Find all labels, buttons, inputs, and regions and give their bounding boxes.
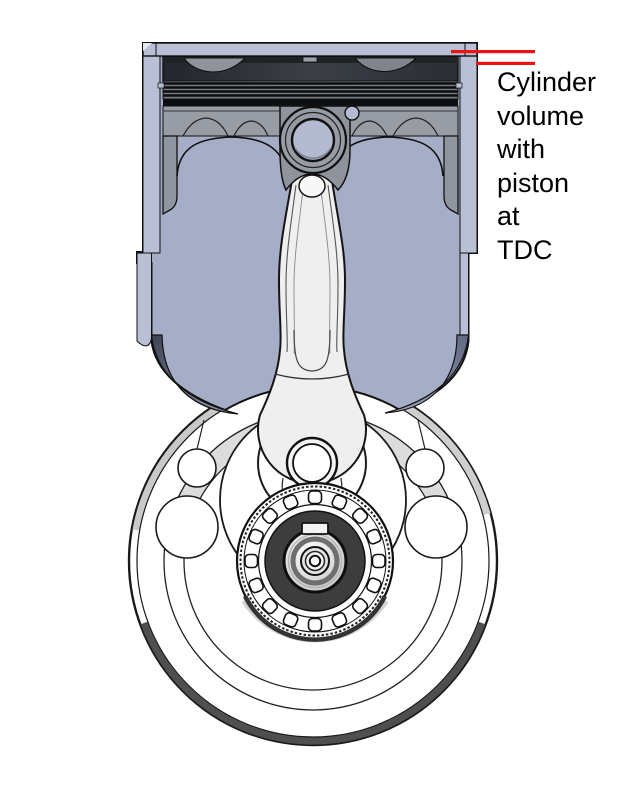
leader-line-bottom <box>476 61 535 65</box>
valve-relief-right <box>353 57 418 72</box>
crankcase-flare-left <box>150 334 239 415</box>
skirt-window-left <box>176 136 287 177</box>
crank-bolt-center <box>308 554 322 568</box>
tdc-annotation-label: Cylinder volume with piston at TDC <box>497 67 597 265</box>
piston-skirt-left <box>162 135 178 216</box>
oil-ring-groove <box>163 99 458 106</box>
block-wall-left-lower <box>136 252 152 347</box>
leader-line-top <box>451 50 535 54</box>
block-deck-band <box>142 42 478 57</box>
crankcase-flare-right <box>384 334 470 414</box>
rod-small-end <box>298 174 326 198</box>
piston <box>157 56 463 216</box>
tdc-annotation-lines <box>451 50 535 65</box>
web-hole-small-right <box>405 448 445 488</box>
journal-ring-inner <box>292 443 332 483</box>
rod-ibeam-panel <box>293 329 331 372</box>
deck-corner-cut <box>143 43 152 51</box>
sprocket-teeth <box>244 490 386 632</box>
crank-journal <box>285 436 339 490</box>
valve-relief-left <box>182 57 247 73</box>
web-hole-small-left <box>177 448 217 488</box>
block-wall-right-lower <box>459 252 469 347</box>
piston-skirt-right <box>443 135 459 216</box>
keyway <box>301 522 329 535</box>
block-wall-left <box>142 42 161 254</box>
timing-sprocket <box>235 481 395 643</box>
web-hole-large-left <box>155 495 219 559</box>
oil-drain-hole <box>344 105 360 121</box>
flywheel-rim-shadow <box>140 621 486 745</box>
wrist-pin-bore <box>290 117 336 163</box>
block-wall-right <box>459 42 478 254</box>
sprocket-knurl-band <box>239 485 391 637</box>
web-hole-large-right <box>404 495 468 559</box>
